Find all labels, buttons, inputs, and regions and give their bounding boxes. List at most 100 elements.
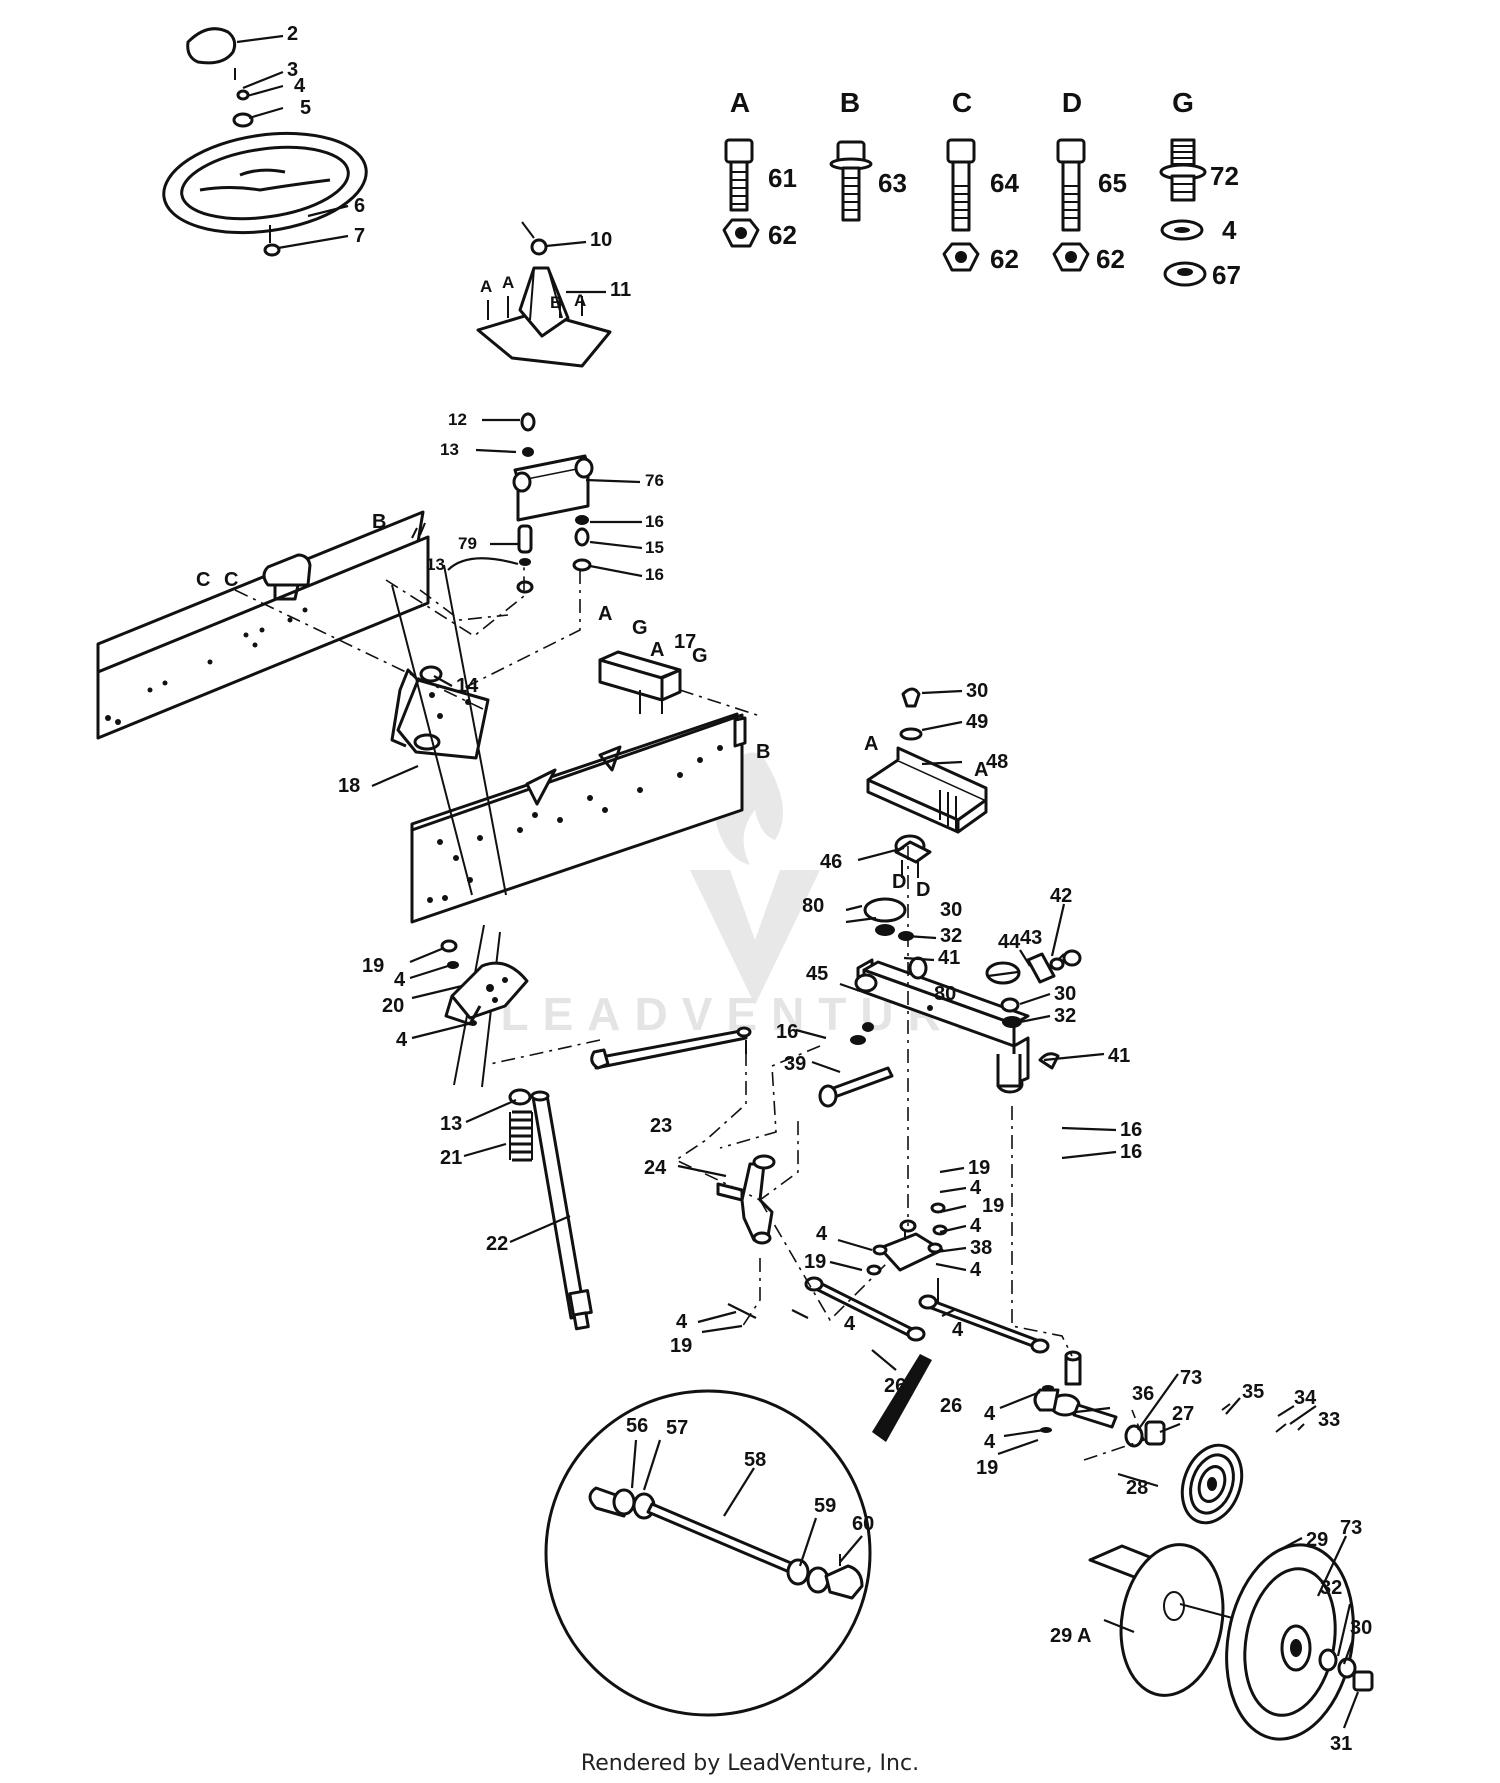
key-part-61: 61 — [768, 163, 797, 193]
callout-19: 19 — [976, 1457, 998, 1479]
callout-80: 80 — [934, 983, 956, 1005]
callout-22: 22 — [486, 1233, 508, 1255]
callout-31: 31 — [1330, 1733, 1352, 1755]
callout-79: 79 — [458, 534, 477, 553]
callout-4: 4 — [294, 75, 306, 97]
callout-16: 16 — [645, 565, 664, 584]
drag-link-23 — [590, 1026, 752, 1070]
footer-credit: Rendered by LeadVenture, Inc. — [581, 1751, 919, 1776]
tie-rod-detail-callout — [544, 1354, 932, 1717]
callout-19: 19 — [968, 1157, 990, 1179]
spring-21 — [509, 1110, 533, 1162]
frame-letter-b: B — [550, 293, 562, 312]
callout-42: 42 — [1050, 885, 1072, 907]
callout-43: 43 — [1020, 927, 1042, 949]
frame-letter-a: A — [574, 291, 586, 310]
steering-arm-38 — [866, 1202, 948, 1276]
left-frame-rail — [96, 510, 430, 740]
callout-23: 23 — [650, 1115, 672, 1137]
callout-13: 13 — [440, 1113, 462, 1135]
callout-24: 24 — [644, 1157, 667, 1179]
frame-letter-a: A — [502, 273, 514, 292]
callout-4: 4 — [394, 969, 406, 991]
callout-19: 19 — [804, 1251, 826, 1273]
callout-29: 29 — [1306, 1529, 1328, 1551]
callout-28: 28 — [1126, 1477, 1148, 1499]
callout-60: 60 — [852, 1513, 874, 1535]
callout-38: 38 — [970, 1237, 992, 1259]
callout-19: 19 — [982, 1195, 1004, 1217]
key-part-72: 72 — [1210, 161, 1239, 191]
long-bolt-icon — [1056, 138, 1086, 232]
callout-4: 4 — [970, 1177, 982, 1199]
steering-wheel-group — [162, 27, 368, 257]
frame-letter-a: A — [864, 733, 878, 755]
callout-19: 19 — [362, 955, 384, 977]
frame-letter-g: G — [632, 617, 648, 639]
callout-14: 14 — [456, 675, 479, 697]
callout-29a: 29 A — [1050, 1625, 1092, 1647]
callout-57: 57 — [666, 1417, 688, 1439]
frame-letter-g: G — [692, 645, 708, 667]
frame-letter-d: D — [892, 871, 906, 893]
callout-30: 30 — [1350, 1617, 1372, 1639]
frame-letter-c: C — [196, 569, 210, 591]
front-axle-45 — [854, 897, 1030, 1094]
callout-30: 30 — [966, 680, 988, 702]
callout-35: 35 — [1242, 1381, 1264, 1403]
callout-13: 13 — [440, 440, 459, 459]
hub-28 — [1180, 1443, 1244, 1525]
flange-bolt-icon — [829, 140, 873, 222]
upper-bracket-group — [512, 412, 594, 594]
callout-76: 76 — [645, 471, 664, 490]
lock-washer-icon — [1160, 219, 1204, 241]
callout-4: 4 — [816, 1223, 828, 1245]
key-part-65: 65 — [1098, 168, 1127, 198]
right-spindle-group — [1033, 1350, 1305, 1448]
callout-45: 45 — [806, 963, 828, 985]
bolt-icon — [724, 138, 754, 212]
callout-30: 30 — [1054, 983, 1076, 1005]
key-letter-d: D — [1062, 87, 1082, 118]
callout-36: 36 — [1132, 1383, 1154, 1405]
pivot-pin-39 — [818, 1066, 894, 1108]
callout-59: 59 — [814, 1495, 836, 1517]
callout-4: 4 — [676, 1311, 688, 1333]
detail-circle — [544, 1389, 872, 1717]
callout-48: 48 — [986, 751, 1008, 773]
callout-16: 16 — [776, 1021, 798, 1043]
frame-letter-b: B — [756, 741, 770, 763]
callout-15: 15 — [645, 538, 664, 557]
callout-4: 4 — [844, 1313, 856, 1335]
callout-13: 13 — [426, 555, 445, 574]
frame-letter-a: A — [480, 277, 492, 296]
callout-80: 80 — [802, 895, 824, 917]
callout-20: 20 — [382, 995, 404, 1017]
callout-27: 27 — [1172, 1403, 1194, 1425]
callout-4: 4 — [952, 1319, 964, 1341]
callout-34: 34 — [1294, 1387, 1317, 1409]
callout-11: 11 — [610, 279, 631, 301]
steering-cap — [186, 27, 237, 65]
frame-hardware-letters: B C C B A A B A A G A G A A D D — [196, 273, 988, 901]
callout-7: 7 — [354, 225, 365, 247]
nut-icon — [942, 242, 980, 272]
frame-letter-a: A — [598, 603, 612, 625]
nut-icon — [1163, 261, 1207, 287]
key-part-67: 67 — [1212, 260, 1241, 290]
callout-4: 4 — [984, 1403, 996, 1425]
key-part-64: 64 — [990, 168, 1019, 198]
nut-icon — [1052, 242, 1090, 272]
callout-17: 17 — [674, 631, 696, 653]
callout-4: 4 — [970, 1215, 982, 1237]
callout-58: 58 — [744, 1449, 766, 1471]
frame-letter-a: A — [974, 759, 988, 781]
callout-labels: 2 3 4 5 6 7 10 11 12 13 76 16 79 15 16 1… — [287, 23, 1372, 1755]
callout-73: 73 — [1340, 1517, 1362, 1539]
callout-46: 46 — [820, 851, 842, 873]
callout-16: 16 — [645, 512, 664, 531]
callout-33: 33 — [1318, 1409, 1340, 1431]
right-frame-rail — [410, 712, 747, 924]
callout-41: 41 — [1108, 1045, 1130, 1067]
